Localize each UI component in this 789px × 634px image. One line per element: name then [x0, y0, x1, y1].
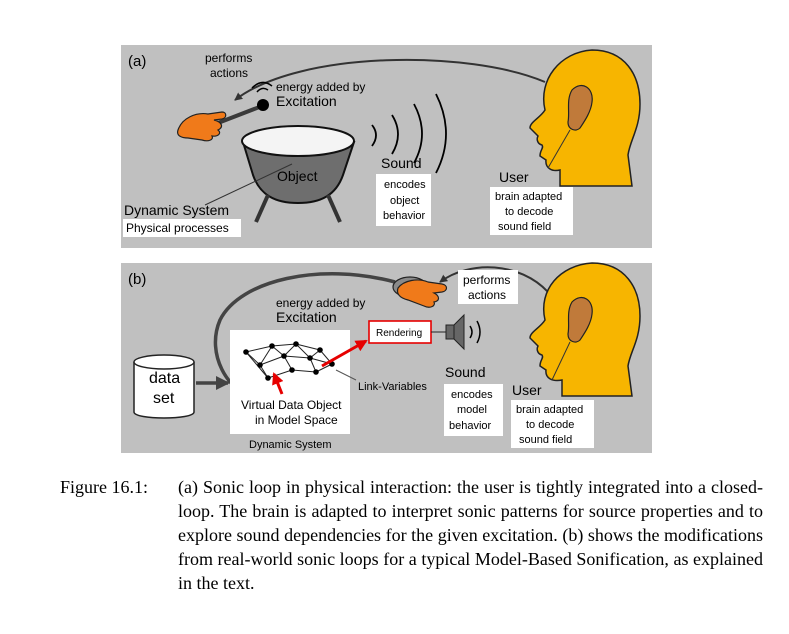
link-variables-label: Link-Variables [358, 381, 427, 393]
brain-label-a-1: brain adapted [495, 191, 562, 203]
data-label-1: data [149, 370, 180, 387]
performs-label-a-2: actions [210, 66, 248, 80]
dynamic-system-pointer-a [204, 163, 293, 206]
link-variables-red-arrow [321, 339, 368, 368]
energy-label-a-1: energy added by [276, 80, 365, 94]
excitation-label-a: Excitation [276, 93, 337, 109]
panel-a: (a) performs actions energy added by Exc… [121, 45, 652, 248]
link-variables-pointer [335, 369, 357, 381]
data-label-2: set [153, 390, 175, 407]
encodes-box-b [444, 384, 503, 436]
encodes-label-b-1: encodes [451, 389, 493, 401]
encodes-label-b-2: model [457, 404, 487, 416]
user-label-b: User [512, 382, 542, 398]
brain-label-a-3: sound field [498, 221, 551, 233]
encodes-label-a-2: object [390, 195, 419, 207]
sound-waves-b [469, 320, 481, 344]
data-set-cylinder [133, 354, 195, 419]
encodes-box-a [376, 174, 431, 226]
panel-a-tag: (a) [128, 53, 146, 70]
excitation-label-b: Excitation [276, 309, 337, 325]
virtual-data-object-box [230, 330, 350, 434]
physical-processes-box [123, 219, 241, 237]
user-head-icon-b [529, 262, 641, 397]
brain-label-b-1: brain adapted [516, 404, 583, 416]
sound-label-b: Sound [445, 364, 485, 380]
energy-label-b-1: energy added by [276, 296, 365, 310]
figure-number: Figure 16.1: [60, 477, 148, 497]
excitation-red-arrow [272, 372, 284, 395]
brain-label-a-2: to decode [505, 206, 553, 218]
encodes-label-b-3: behavior [449, 420, 492, 432]
vdo-label-2: in Model Space [255, 413, 338, 427]
brain-label-b-3: sound field [519, 434, 572, 446]
sound-label-a: Sound [381, 155, 421, 171]
user-label-a: User [499, 169, 529, 185]
panel-b: (b) performs actions energy added by Exc… [121, 262, 652, 453]
hand-mouse-icon [392, 276, 448, 308]
excitation-vibration-icon [251, 81, 273, 93]
physical-processes-label: Physical processes [126, 221, 229, 235]
brain-box-b [511, 400, 594, 448]
brain-pointer-a [547, 129, 571, 169]
panel-b-tag: (b) [128, 271, 146, 288]
performs-label-b-1: performs [463, 273, 510, 287]
encodes-label-a-1: encodes [384, 179, 426, 191]
speaker-icon [445, 313, 465, 351]
dynamic-system-label-a: Dynamic System [124, 202, 229, 218]
object-label: Object [277, 168, 318, 184]
vdo-label-1: Virtual Data Object [241, 398, 342, 412]
performs-label-a-1: performs [205, 51, 252, 65]
caption-text: (a) Sonic loop in physical interaction: … [178, 477, 763, 593]
encodes-label-a-3: behavior [383, 210, 426, 222]
rendering-label: Rendering [376, 328, 422, 339]
dynamic-system-label-b: Dynamic System [249, 439, 332, 451]
performs-label-b-2: actions [468, 288, 506, 302]
brain-pointer-b [551, 341, 571, 381]
sound-waves-a [371, 93, 447, 174]
feedback-arrow-b [439, 266, 549, 293]
mallet-head [257, 99, 269, 111]
brain-box-a [490, 187, 573, 235]
object-bowl [241, 125, 356, 223]
performs-box-b [458, 270, 518, 304]
brain-label-b-2: to decode [526, 419, 574, 431]
hand-icon [177, 111, 227, 142]
